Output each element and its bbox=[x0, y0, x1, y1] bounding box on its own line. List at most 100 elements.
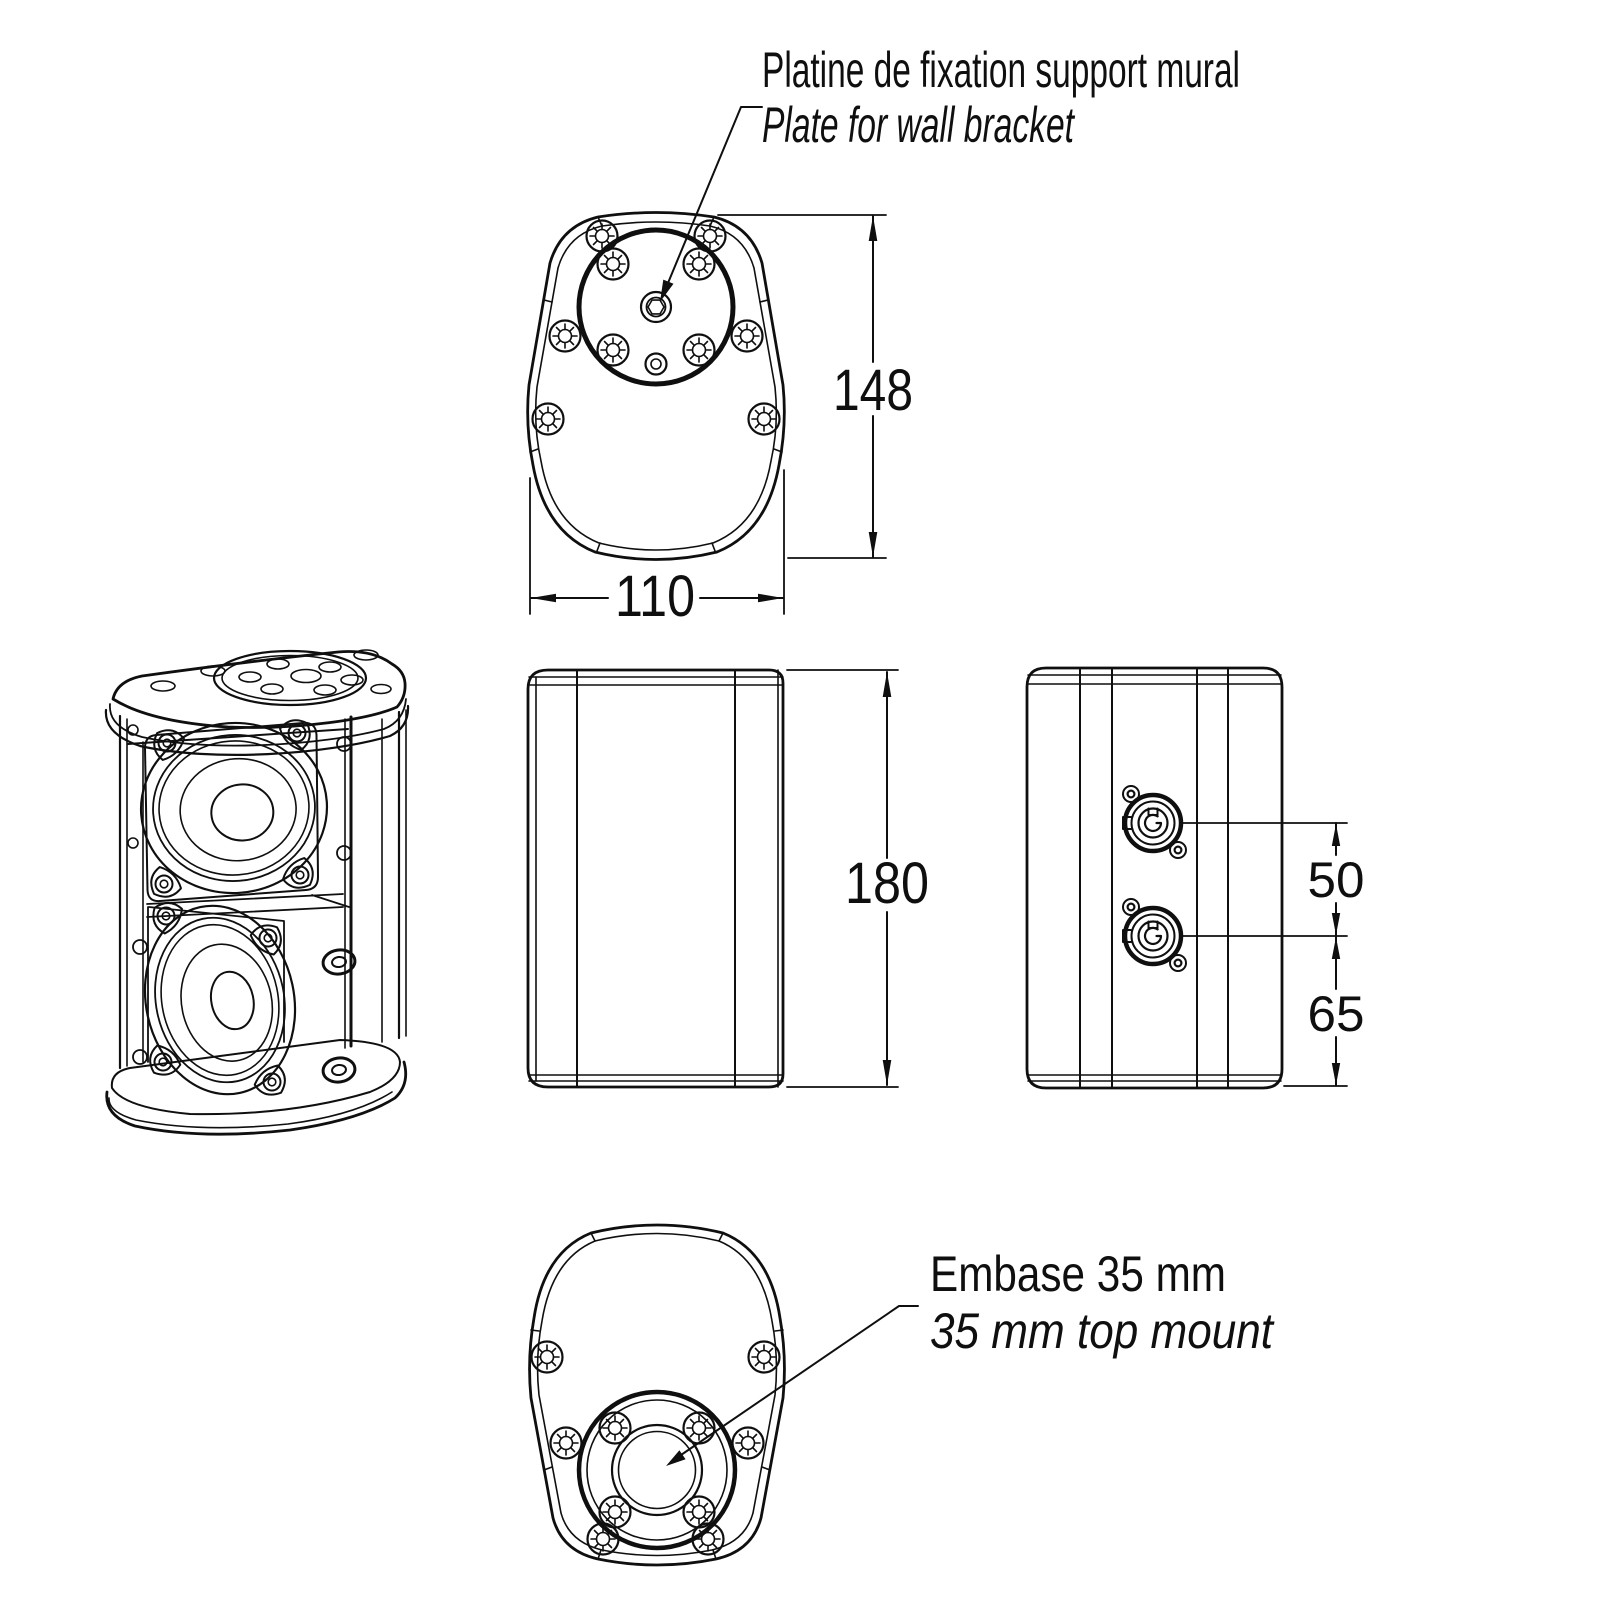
torx-screw-icon bbox=[731, 1426, 765, 1460]
edge-detail bbox=[127, 837, 139, 849]
dimension-110: 110 bbox=[529, 469, 785, 629]
torx-screw-icon bbox=[548, 319, 582, 353]
leader-line bbox=[680, 1305, 919, 1456]
dimension-180: 180 bbox=[786, 669, 929, 1088]
woofer-surround-inner bbox=[160, 923, 280, 1077]
lower-woofer bbox=[143, 904, 297, 1096]
frame-tab-icon bbox=[250, 1061, 294, 1104]
cap-pad bbox=[150, 680, 176, 692]
torx-screw-icon bbox=[730, 319, 764, 353]
annotation-top-mount: Embase 35 mm 35 mm top mount bbox=[666, 1246, 1275, 1466]
cap-plate-hole bbox=[318, 661, 342, 673]
panel-screw-icon bbox=[1168, 953, 1188, 973]
dimension-arrow-left bbox=[531, 593, 556, 603]
dimension-arrow-up bbox=[868, 216, 878, 241]
side-view bbox=[526, 668, 785, 1089]
cap-plate-hole bbox=[260, 683, 284, 695]
dimension-value-65: 65 bbox=[1308, 986, 1365, 1042]
torx-screw-icon bbox=[586, 1522, 620, 1556]
woofer-surround bbox=[154, 916, 286, 1084]
dimension-50-65: 50 65 bbox=[1182, 822, 1365, 1087]
plate-hub-inner bbox=[645, 296, 667, 318]
torx-screw-icon bbox=[693, 219, 727, 253]
top-view-outline bbox=[526, 211, 786, 561]
speaker-connector-icon bbox=[1123, 795, 1181, 851]
cap-plate-hole bbox=[340, 674, 364, 686]
leader-line bbox=[667, 106, 763, 284]
torx-screw-icon bbox=[747, 402, 781, 436]
torx-screw-icon bbox=[747, 1340, 781, 1374]
panel-screw-icon bbox=[1168, 840, 1188, 860]
upper-woofer bbox=[139, 721, 329, 895]
torx-screw-icon bbox=[598, 1411, 632, 1445]
torx-screw-icon bbox=[549, 1426, 583, 1460]
torx-screw-icon bbox=[682, 1411, 716, 1445]
cap-plate-hole bbox=[313, 684, 337, 696]
cap-plate-hole bbox=[266, 658, 290, 670]
torx-screw-icon bbox=[530, 1340, 564, 1374]
bottom-view bbox=[528, 1223, 786, 1567]
cap-pad bbox=[200, 665, 226, 677]
woofer-dustcap bbox=[209, 970, 255, 1031]
dimension-arrow-up bbox=[1331, 937, 1341, 959]
cap-plate bbox=[212, 649, 368, 707]
annotation-wall-bracket-en: Plate for wall bracket bbox=[762, 97, 1075, 153]
baffle-top-edge bbox=[127, 728, 349, 745]
side-view-horizontals bbox=[528, 676, 784, 1082]
dimension-arrow-down bbox=[882, 1060, 892, 1085]
baffle-screw-hole bbox=[132, 1049, 148, 1065]
pole-mount-ring bbox=[576, 1389, 738, 1551]
cap-band-outer bbox=[104, 704, 410, 756]
speaker-connector-icon bbox=[1123, 908, 1181, 964]
wall-bracket-plate bbox=[576, 227, 736, 387]
edge-detail bbox=[127, 724, 139, 736]
bottom-view-seam-ticks bbox=[530, 1232, 784, 1560]
annotation-wall-bracket-fr: Platine de fixation support mural bbox=[762, 42, 1240, 98]
plate-pin-hole-outer bbox=[644, 352, 668, 376]
annotation-top-mount-en: 35 mm top mount bbox=[930, 1303, 1275, 1359]
dimension-value-50: 50 bbox=[1308, 852, 1365, 908]
plate-hub-hex bbox=[647, 299, 665, 315]
woofer-cone bbox=[179, 757, 297, 862]
leader-arrowhead bbox=[660, 279, 674, 302]
panel-screw-icon bbox=[1121, 897, 1141, 917]
bottom-cap-top-rim bbox=[110, 1039, 401, 1116]
rear-view-outline bbox=[1025, 666, 1284, 1090]
torx-screw-icon bbox=[691, 1522, 725, 1556]
rear-view bbox=[1025, 666, 1284, 1090]
dimension-arrow-up bbox=[1331, 824, 1341, 846]
dimension-value-180: 180 bbox=[845, 851, 929, 916]
plate-pin-hole-inner bbox=[650, 358, 662, 370]
dimension-arrow-down bbox=[1331, 1063, 1341, 1085]
bottom-view-inner-outline bbox=[536, 1232, 778, 1557]
baffle-screw-hole bbox=[132, 939, 148, 955]
cap-pad bbox=[353, 649, 379, 661]
dimension-value-148: 148 bbox=[833, 358, 913, 423]
annotation-top-mount-fr: Embase 35 mm bbox=[930, 1246, 1226, 1302]
dimension-arrow-down bbox=[868, 532, 878, 557]
dimension-arrow-down bbox=[1331, 913, 1341, 935]
torx-screw-icon bbox=[682, 247, 716, 281]
cap-plate-hole bbox=[290, 668, 322, 684]
pole-socket-outer bbox=[610, 1423, 704, 1517]
cap-plate-inner bbox=[221, 654, 359, 702]
upper-woofer-frame bbox=[144, 721, 319, 903]
woofer-outer-ring bbox=[143, 904, 297, 1096]
torx-screw-icon bbox=[596, 333, 630, 367]
woofer-surround bbox=[152, 734, 316, 882]
annotation-wall-bracket: Platine de fixation support mural Plate … bbox=[660, 42, 1240, 302]
panel-screw-icon bbox=[1121, 784, 1141, 804]
side-screw-hole bbox=[336, 845, 352, 861]
rear-view-horizontals bbox=[1027, 674, 1282, 1082]
woofer-cone bbox=[180, 943, 274, 1062]
torx-screw-icon bbox=[585, 219, 619, 253]
torx-screw-icon bbox=[531, 402, 565, 436]
cap-plate-hole bbox=[238, 671, 262, 683]
top-view bbox=[526, 211, 786, 561]
dimension-value-110: 110 bbox=[615, 564, 695, 629]
torx-screw-icon bbox=[682, 333, 716, 367]
woofer-outer-ring bbox=[139, 721, 329, 895]
woofer-dustcap bbox=[210, 783, 275, 842]
leader-arrowhead bbox=[666, 1450, 686, 1466]
